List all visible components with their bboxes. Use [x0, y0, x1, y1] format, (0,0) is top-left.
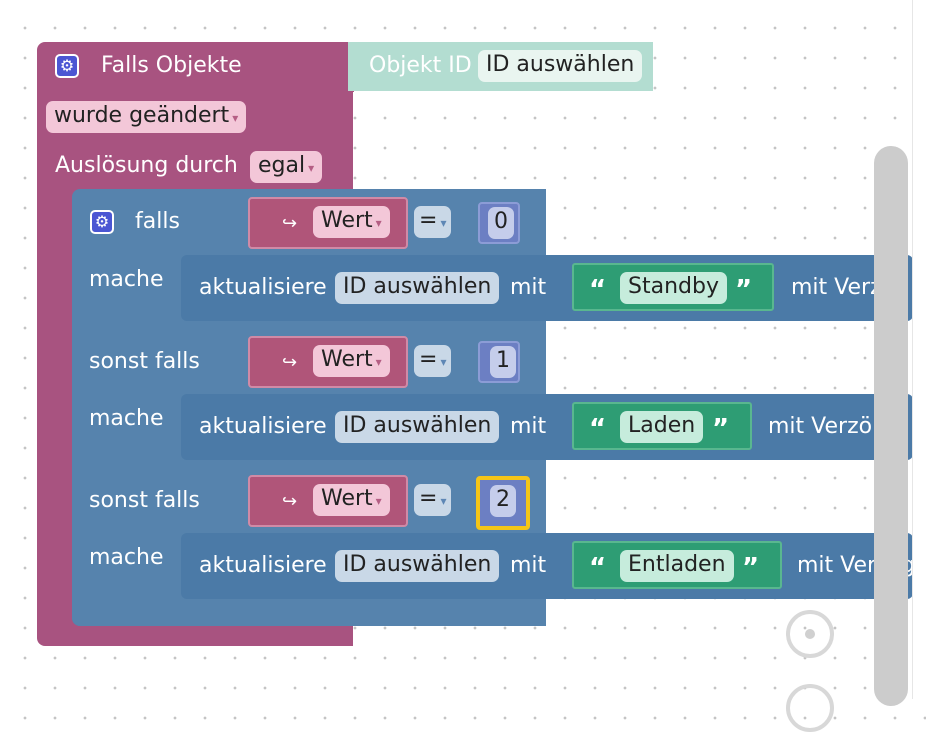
elseif-label: sonst falls: [89, 488, 200, 513]
operator-dropdown-value: =: [419, 486, 438, 511]
update-action-label: aktualisiere: [199, 553, 327, 578]
open-quote-icon: “: [589, 275, 607, 305]
vertical-scrollbar[interactable]: [874, 146, 908, 706]
variable-dropdown[interactable]: Wert▾: [313, 484, 390, 516]
variable-icon: ↪: [282, 213, 298, 234]
event-dropdown-value: wurde geändert: [54, 103, 230, 128]
text-value[interactable]: Entladen: [620, 550, 734, 582]
cause-dropdown-value: egal: [258, 153, 306, 178]
open-quote-icon: “: [589, 553, 607, 583]
variable-dropdown-value: Wert: [321, 347, 373, 372]
update-target-select[interactable]: ID auswählen: [335, 272, 500, 304]
do-label: mache: [89, 406, 164, 431]
operator-dropdown[interactable]: =▾: [414, 345, 452, 377]
update-with-label: mit: [510, 553, 547, 578]
variable-icon: ↪: [282, 352, 298, 373]
operator-dropdown[interactable]: =▾: [414, 484, 452, 516]
update-action-block[interactable]: [181, 255, 913, 321]
operator-dropdown-value: =: [419, 347, 438, 372]
update-action-label: aktualisiere: [199, 414, 327, 439]
chevron-down-icon: ▾: [440, 355, 447, 369]
number-value[interactable]: 1: [490, 346, 516, 378]
chevron-down-icon: ▾: [375, 494, 382, 508]
zoom-icon[interactable]: [786, 684, 834, 732]
chevron-down-icon: ▾: [375, 355, 382, 369]
number-value[interactable]: 0: [488, 207, 514, 239]
variable-dropdown[interactable]: Wert▾: [313, 206, 390, 238]
text-value[interactable]: Standby: [620, 272, 727, 304]
recenter-icon[interactable]: [786, 610, 834, 658]
close-quote-icon: ”: [742, 553, 760, 583]
chevron-down-icon: ▾: [375, 216, 382, 230]
update-action-label: aktualisiere: [199, 275, 327, 300]
update-action-block[interactable]: [181, 394, 913, 460]
variable-dropdown-value: Wert: [321, 486, 373, 511]
recenter-icon-dot: [805, 629, 815, 639]
cause-dropdown[interactable]: egal▾: [250, 151, 323, 183]
chevron-down-icon: ▾: [440, 216, 447, 230]
operator-dropdown[interactable]: =▾: [414, 206, 452, 238]
update-with-label: mit: [510, 275, 547, 300]
update-action-block[interactable]: [181, 533, 913, 599]
text-value[interactable]: Laden: [620, 411, 704, 443]
elseif-label: sonst falls: [89, 349, 200, 374]
cause-label: Auslösung durch: [55, 153, 238, 178]
variable-dropdown[interactable]: Wert▾: [313, 345, 390, 377]
close-quote-icon: ”: [712, 414, 730, 444]
if-block-end: [72, 600, 236, 626]
update-with-label: mit: [510, 414, 547, 439]
operator-dropdown-value: =: [419, 208, 438, 233]
do-label: mache: [89, 545, 164, 570]
close-quote-icon: ”: [735, 275, 753, 305]
chevron-down-icon: ▾: [232, 111, 239, 125]
chevron-down-icon: ▾: [308, 161, 315, 175]
do-label: mache: [89, 267, 164, 292]
gear-icon[interactable]: ⚙: [55, 54, 79, 78]
gear-icon[interactable]: ⚙: [90, 210, 114, 234]
update-delay-label: mit Verzö: [768, 414, 873, 439]
update-target-select[interactable]: ID auswählen: [335, 411, 500, 443]
number-value[interactable]: 2: [490, 485, 516, 517]
workspace-edge: [912, 0, 926, 699]
chevron-down-icon: ▾: [440, 494, 447, 508]
trigger-title: Falls Objekte: [101, 53, 242, 78]
event-dropdown[interactable]: wurde geändert▾: [46, 101, 247, 133]
variable-dropdown-value: Wert: [321, 208, 373, 233]
open-quote-icon: “: [589, 414, 607, 444]
variable-icon: ↪: [282, 491, 298, 512]
if-label: falls: [135, 209, 180, 234]
object-id-label: Objekt ID: [369, 53, 472, 78]
object-id-select[interactable]: ID auswählen: [478, 50, 643, 82]
update-target-select[interactable]: ID auswählen: [335, 550, 500, 582]
